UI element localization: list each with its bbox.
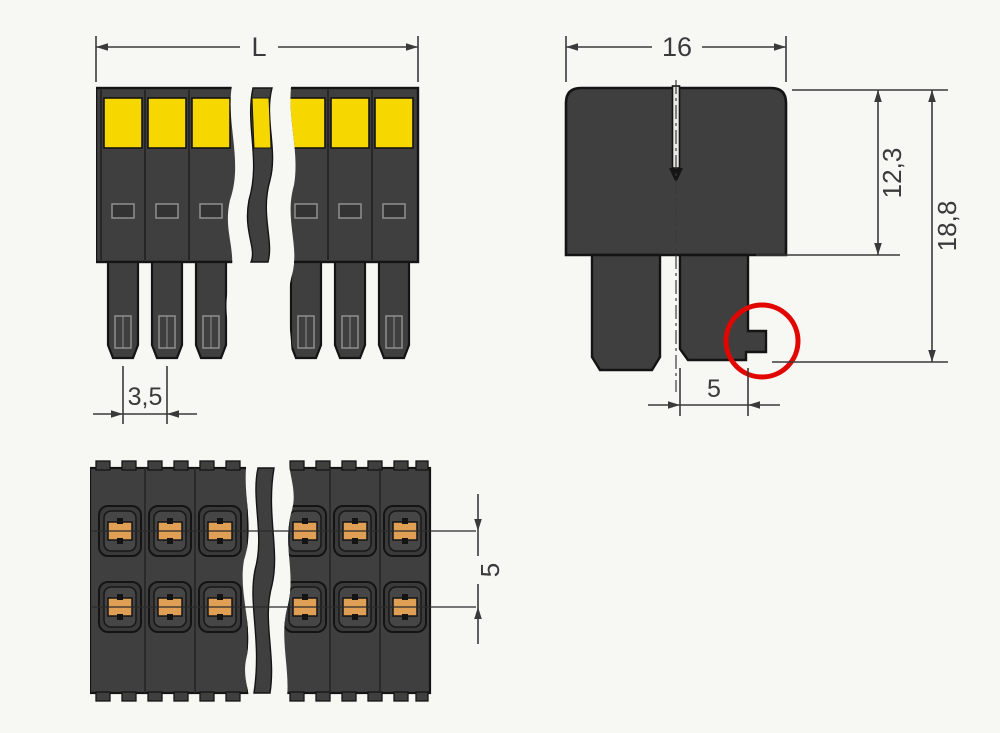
connector-body — [284, 466, 432, 695]
dimension-row-pitch: 5 — [474, 494, 505, 644]
side-view: 16 12,3 18,8 — [564, 32, 962, 416]
edge-tabs-bottom — [95, 691, 241, 702]
top-left-group — [90, 460, 249, 702]
dimension-label-5-top: 5 — [475, 563, 505, 577]
break-sliver-yellow — [251, 97, 272, 149]
top-right-group — [284, 460, 432, 702]
dimension-label-3-5: 3,5 — [128, 383, 163, 411]
dimension-total-height: 18,8 — [772, 90, 962, 363]
front-view: L 3,5 — [93, 32, 420, 424]
dimension-label-12-3: 12,3 — [877, 148, 907, 199]
edge-tabs-top — [289, 460, 429, 471]
dimension-label-L: L — [251, 32, 266, 62]
connector-body — [90, 466, 249, 695]
edge-tabs-bottom — [289, 691, 429, 702]
dimension-overall-width: L — [95, 32, 419, 82]
highlight-circle — [723, 302, 801, 380]
front-right-group — [288, 86, 420, 360]
right-leg-with-latch — [678, 253, 768, 362]
top-view: 5 — [90, 460, 505, 702]
dimension-pole-pitch: 3,5 — [93, 366, 197, 424]
edge-tabs-top — [95, 460, 241, 471]
dimension-leg-width: 5 — [648, 368, 780, 416]
left-leg — [590, 253, 662, 372]
break-sliver — [252, 467, 276, 694]
front-left-group — [96, 86, 236, 360]
dimension-label-18-8: 18,8 — [932, 201, 962, 252]
dimension-label-5-side: 5 — [707, 375, 721, 403]
dimension-side-width: 16 — [565, 32, 787, 82]
dimension-upper-height: 12,3 — [756, 89, 948, 256]
dimension-label-16: 16 — [662, 32, 692, 62]
